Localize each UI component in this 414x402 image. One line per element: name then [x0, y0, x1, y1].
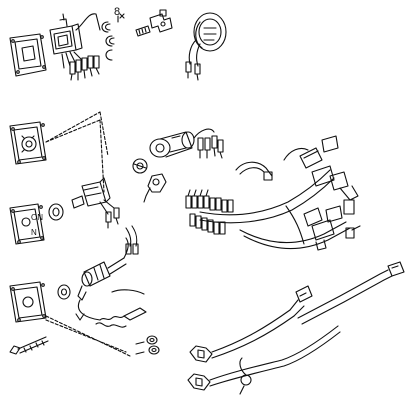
harness-connectors-left [185, 189, 234, 235]
extension-cord-long [187, 261, 405, 391]
stop-switch-nut [57, 284, 71, 300]
washers [135, 335, 160, 355]
choke-switch-nut [48, 203, 64, 221]
harness-clip [235, 161, 273, 181]
small-clamp [239, 357, 252, 395]
stop-plate [9, 281, 47, 323]
stop-switch [77, 237, 129, 301]
long-bolt [9, 336, 49, 355]
ignition-plate [9, 121, 47, 165]
harness-trunk [199, 169, 351, 250]
choke-leads [125, 225, 139, 255]
choke-plate [9, 203, 45, 245]
ignition-key-nut [132, 158, 148, 174]
trim-switch-plate [9, 33, 47, 77]
ignition-leader-lines [45, 111, 109, 193]
retaining-clips [101, 13, 125, 61]
ignition-key [143, 173, 167, 203]
ignition-switch [149, 128, 224, 159]
callout-number: 8 [114, 6, 121, 18]
extension-cord-upper [189, 285, 313, 363]
plate-n-mark: N [31, 228, 37, 237]
small-screw [135, 25, 151, 37]
stop-leader-lines [45, 315, 131, 357]
choke-switch [71, 177, 120, 229]
harness-connectors-right [303, 205, 361, 251]
harness-connectors-upper [283, 135, 359, 215]
stop-lanyard [75, 289, 147, 328]
plate-on-mark: ON [31, 213, 43, 222]
buzzer [185, 12, 227, 81]
switch-bracket [149, 9, 173, 33]
trim-switch-body [49, 13, 101, 55]
trim-switch-leads [61, 51, 100, 81]
